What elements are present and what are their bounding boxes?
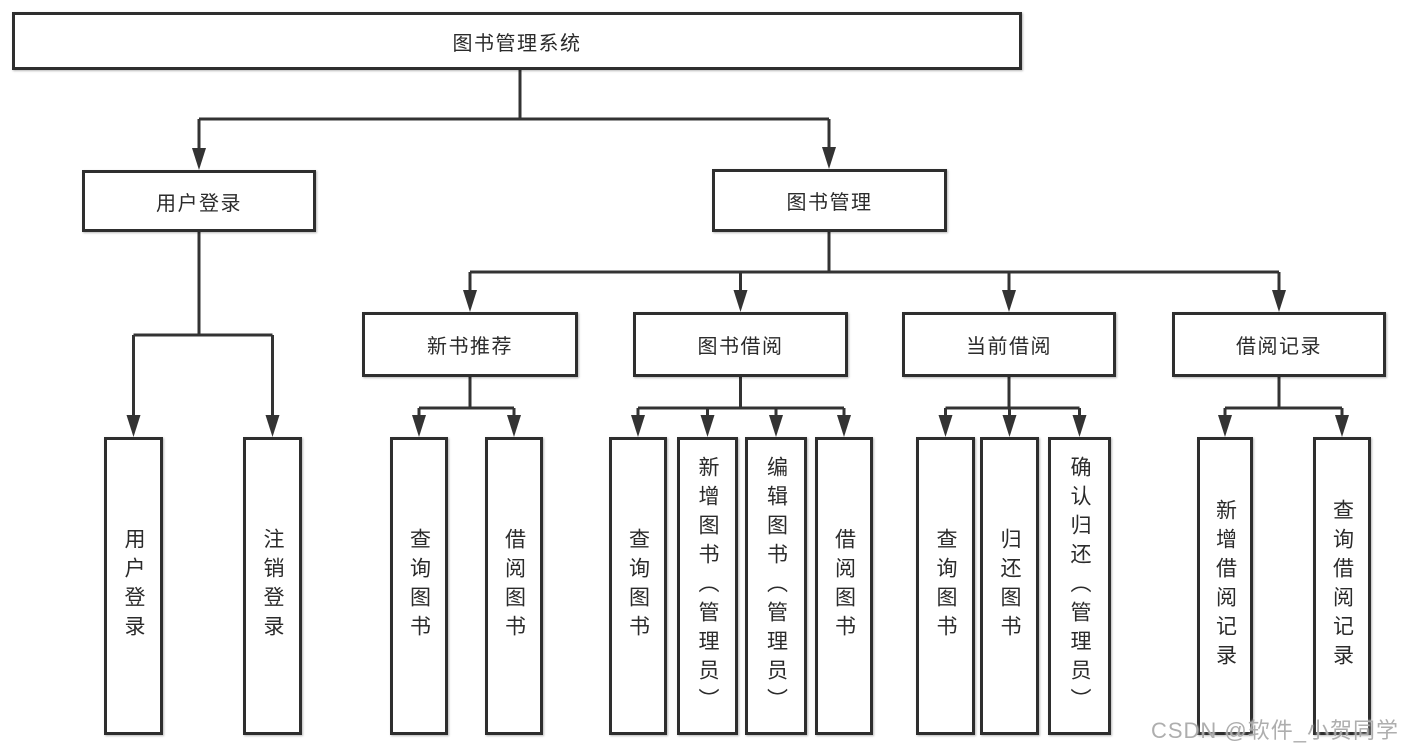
node-new-book-recommend: 新书推荐 — [362, 312, 578, 377]
arrowhead-leaf-user-login — [126, 415, 141, 437]
connector-root-to-level2 — [197, 70, 831, 152]
connector-book-borrow-to-leaves — [636, 377, 846, 420]
node-leaf-logout: 注销登录 — [243, 437, 302, 735]
node-label: 借阅图书 — [502, 528, 526, 644]
node-label: 新书推荐 — [427, 336, 513, 358]
node-label: 查询图书 — [626, 528, 650, 644]
node-label: 查询借阅记录 — [1330, 499, 1354, 673]
node-library-system-root: 图书管理系统 — [12, 12, 1022, 70]
arrowhead-leaf-rec-borrow — [507, 415, 521, 437]
arrowheads — [126, 147, 1349, 437]
arrowhead-new-book-rec — [463, 290, 477, 312]
connector-user-login-to-leaves — [132, 232, 274, 420]
node-label: 新增图书（管理员） — [696, 455, 719, 717]
node-leaf-query-borrow-record: 查询借阅记录 — [1313, 437, 1371, 735]
node-leaf-confirm-return-admin: 确认归还（管理员） — [1048, 437, 1111, 735]
node-label: 借阅记录 — [1236, 336, 1322, 358]
node-book-borrow: 图书借阅 — [633, 312, 848, 377]
node-user-login: 用户登录 — [82, 170, 316, 232]
node-label: 归还图书 — [998, 528, 1021, 644]
node-leaf-query-books-recommend: 查询图书 — [390, 437, 448, 735]
node-label: 查询图书 — [407, 528, 431, 644]
arrowhead-leaf-bor-borrow — [837, 415, 851, 437]
arrowhead-leaf-bor-edit — [769, 415, 783, 437]
node-label: 查询图书 — [934, 528, 957, 644]
node-book-management: 图书管理 — [712, 169, 947, 232]
node-label: 新增借阅记录 — [1213, 499, 1237, 673]
arrowhead-leaf-cur-confirm — [1072, 415, 1087, 437]
node-leaf-user-login: 用户登录 — [104, 437, 163, 735]
node-leaf-edit-books-admin: 编辑图书（管理员） — [745, 437, 807, 735]
node-current-borrow: 当前借阅 — [902, 312, 1116, 377]
arrowhead-user-login — [192, 148, 206, 170]
arrowhead-leaf-bor-query — [631, 415, 645, 437]
arrowhead-leaf-logout — [265, 415, 280, 437]
node-label: 用户登录 — [122, 528, 145, 644]
node-label: 当前借阅 — [966, 336, 1052, 358]
arrowhead-borrow-record — [1272, 290, 1286, 312]
node-label: 借阅图书 — [832, 528, 856, 644]
node-leaf-add-books-admin: 新增图书（管理员） — [677, 437, 738, 735]
node-label: 注销登录 — [261, 528, 284, 644]
node-leaf-add-borrow-record: 新增借阅记录 — [1197, 437, 1253, 735]
node-label: 图书借阅 — [697, 336, 784, 358]
connector-current-borrow-to-leaves — [944, 377, 1081, 420]
node-borrow-record: 借阅记录 — [1172, 312, 1386, 377]
connector-book-mgmt-to-level3 — [468, 232, 1281, 296]
arrowhead-book-mgmt — [822, 147, 836, 169]
connector-paths — [132, 70, 1344, 420]
node-leaf-query-books-borrow: 查询图书 — [609, 437, 667, 735]
arrowhead-leaf-record-add — [1218, 415, 1232, 437]
arrowhead-leaf-cur-return — [1002, 415, 1017, 437]
node-label: 图书管理 — [786, 192, 873, 214]
connector-borrow-record-to-leaves — [1223, 377, 1344, 420]
connector-new-book-rec-to-leaves — [417, 377, 516, 420]
node-leaf-return-books: 归还图书 — [980, 437, 1039, 735]
arrowhead-current-borrow — [1002, 290, 1016, 312]
node-leaf-borrow-books: 借阅图书 — [815, 437, 873, 735]
csdn-watermark: CSDN @软件_小贺同学 — [1150, 718, 1399, 743]
node-label: 确认归还（管理员） — [1068, 455, 1091, 717]
arrowhead-leaf-bor-add — [700, 415, 715, 437]
node-label: 用户登录 — [156, 192, 242, 215]
arrowhead-leaf-rec-query — [412, 415, 426, 437]
arrowhead-book-borrow — [733, 290, 748, 312]
node-leaf-borrow-books-recommend: 借阅图书 — [485, 437, 543, 735]
node-leaf-query-books-current: 查询图书 — [916, 437, 975, 735]
node-label: 编辑图书（管理员） — [764, 455, 788, 717]
node-label: 图书管理系统 — [452, 32, 582, 55]
arrowhead-leaf-record-query — [1335, 415, 1349, 437]
arrowhead-leaf-cur-query — [938, 415, 953, 437]
